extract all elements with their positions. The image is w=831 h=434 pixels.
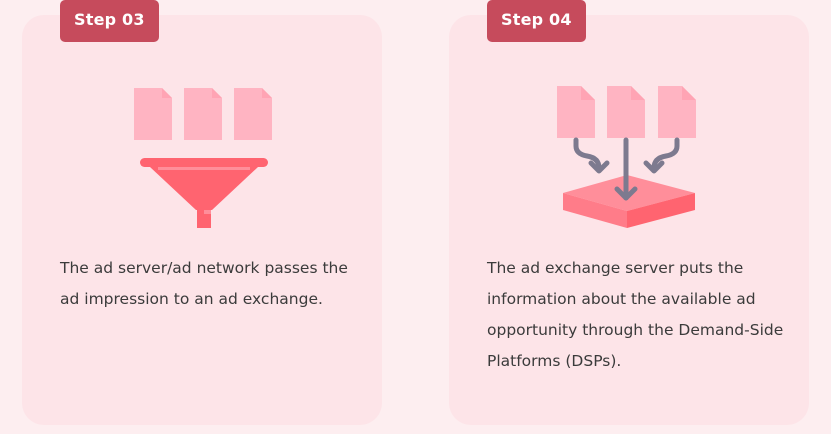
step-04-card: Step 04 The ad excha — [449, 0, 809, 425]
document-icon — [607, 86, 645, 138]
document-icon — [557, 86, 595, 138]
document-icon — [134, 88, 172, 140]
step-badge: Step 04 — [487, 0, 586, 42]
platform-icon — [563, 175, 695, 228]
step-03-card: Step 03 The ad server/ad network passes … — [22, 0, 382, 425]
document-icon — [234, 88, 272, 140]
step-badge: Step 03 — [60, 0, 159, 42]
step-description: The ad exchange server puts the informat… — [487, 259, 784, 370]
funnel-icon — [140, 158, 268, 228]
document-icon — [658, 86, 696, 138]
documents-into-funnel-icon — [134, 88, 272, 228]
documents-arrows-into-platform-icon — [557, 86, 696, 228]
arrow-icon — [573, 137, 680, 201]
document-icon — [184, 88, 222, 140]
step-description: The ad server/ad network passes the ad i… — [60, 259, 348, 308]
